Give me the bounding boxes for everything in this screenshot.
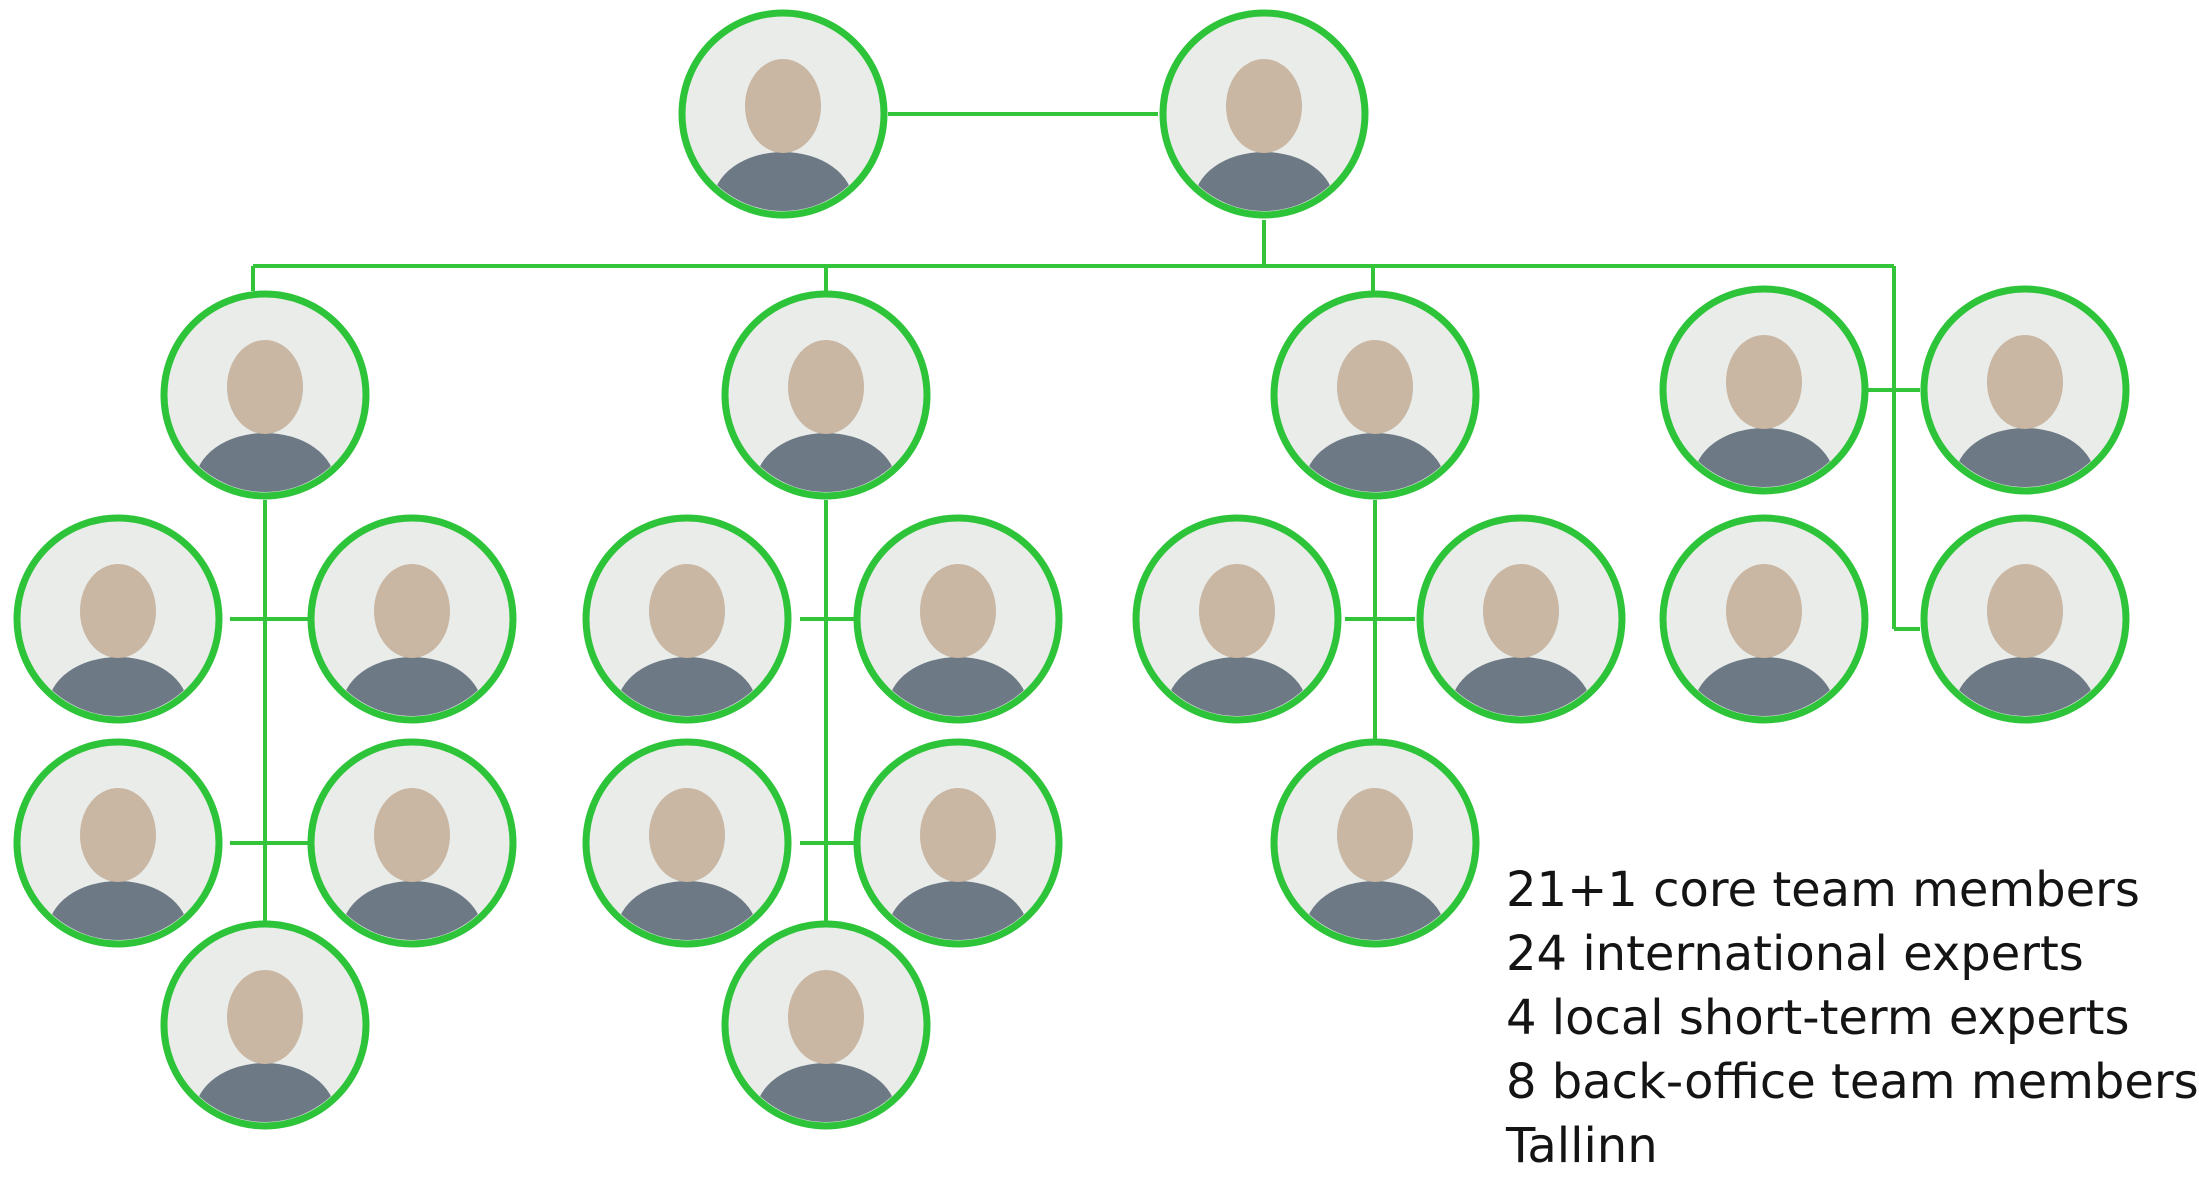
person-silhouette-icon: [195, 1063, 335, 1122]
stat-location: Tallinn: [1506, 1118, 1658, 1174]
person-silhouette-icon: [617, 881, 757, 940]
person-head-icon: [374, 564, 450, 658]
person-silhouette-icon: [1167, 657, 1307, 716]
person-silhouette-icon: [1955, 428, 2095, 487]
team-member-avatar: [1270, 290, 1480, 500]
person-silhouette-icon: [1694, 657, 1834, 716]
team-member-avatar: [13, 738, 223, 948]
person-silhouette-icon: [756, 1063, 896, 1122]
person-head-icon: [649, 564, 725, 658]
team-member-avatar: [721, 920, 931, 1130]
team-member-avatar: [1659, 514, 1869, 724]
team-member-avatar: [160, 920, 370, 1130]
stat-back-office: 8 back-office team members: [1506, 1054, 2199, 1110]
person-head-icon: [1726, 335, 1802, 429]
person-silhouette-icon: [1451, 657, 1591, 716]
person-silhouette-icon: [1694, 428, 1834, 487]
person-head-icon: [788, 340, 864, 434]
team-member-avatar: [307, 738, 517, 948]
team-member-avatar: [582, 738, 792, 948]
org-chart: [13, 9, 2130, 1130]
team-member-avatar: [1920, 514, 2130, 724]
person-head-icon: [920, 788, 996, 882]
person-silhouette-icon: [48, 657, 188, 716]
person-silhouette-icon: [1305, 881, 1445, 940]
person-head-icon: [745, 59, 821, 153]
team-member-avatar: [853, 514, 1063, 724]
team-member-avatar: [1920, 285, 2130, 495]
team-member-avatar: [1132, 514, 1342, 724]
person-silhouette-icon: [756, 433, 896, 492]
stat-local-experts: 4 local short-term experts: [1506, 990, 2130, 1046]
person-silhouette-icon: [888, 881, 1028, 940]
team-member-avatar: [1159, 9, 1369, 219]
person-head-icon: [1987, 335, 2063, 429]
person-head-icon: [1726, 564, 1802, 658]
stat-core-team: 21+1 core team members: [1506, 862, 2140, 918]
person-silhouette-icon: [1955, 657, 2095, 716]
person-silhouette-icon: [888, 657, 1028, 716]
team-member-avatar: [582, 514, 792, 724]
team-member-avatar: [1270, 738, 1480, 948]
person-silhouette-icon: [1305, 433, 1445, 492]
person-head-icon: [1483, 564, 1559, 658]
person-head-icon: [1337, 788, 1413, 882]
person-head-icon: [1337, 340, 1413, 434]
person-silhouette-icon: [195, 433, 335, 492]
person-head-icon: [227, 970, 303, 1064]
team-member-avatar: [721, 290, 931, 500]
person-silhouette-icon: [617, 657, 757, 716]
person-head-icon: [80, 788, 156, 882]
person-head-icon: [920, 564, 996, 658]
person-head-icon: [374, 788, 450, 882]
stat-international-experts: 24 international experts: [1506, 926, 2084, 982]
person-head-icon: [649, 788, 725, 882]
person-head-icon: [1226, 59, 1302, 153]
team-member-nodes: [13, 9, 2130, 1130]
org-connectors: [230, 112, 1920, 925]
team-member-avatar: [13, 514, 223, 724]
team-member-avatar: [1416, 514, 1626, 724]
person-head-icon: [80, 564, 156, 658]
person-head-icon: [1199, 564, 1275, 658]
team-member-avatar: [678, 9, 888, 219]
person-silhouette-icon: [1194, 152, 1334, 211]
team-member-avatar: [853, 738, 1063, 948]
person-silhouette-icon: [342, 657, 482, 716]
person-head-icon: [1987, 564, 2063, 658]
person-head-icon: [227, 340, 303, 434]
team-stats: 21+1 core team members 24 international …: [1506, 858, 2199, 1174]
person-silhouette-icon: [48, 881, 188, 940]
person-head-icon: [788, 970, 864, 1064]
team-member-avatar: [160, 290, 370, 500]
person-silhouette-icon: [713, 152, 853, 211]
team-member-avatar: [1659, 285, 1869, 495]
team-member-avatar: [307, 514, 517, 724]
person-silhouette-icon: [342, 881, 482, 940]
